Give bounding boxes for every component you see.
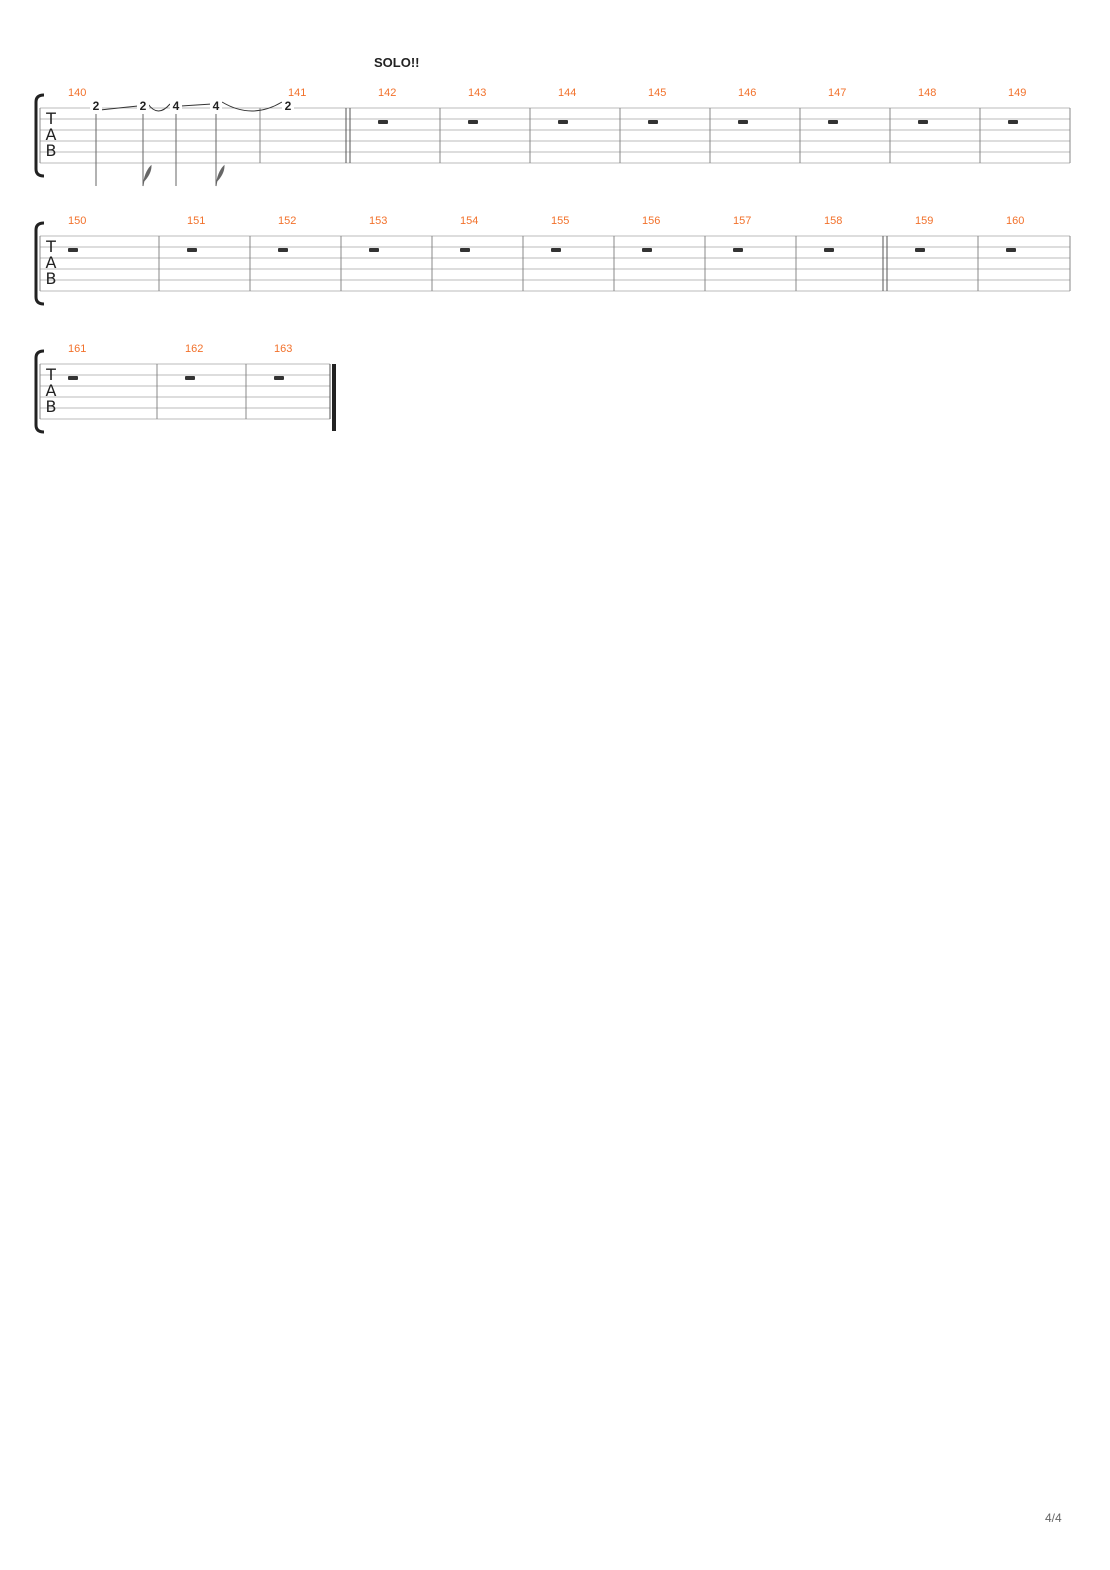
rest-mark xyxy=(460,248,470,252)
slur xyxy=(221,101,283,112)
tab-clef-letter: T xyxy=(45,365,56,384)
section-label: SOLO!! xyxy=(374,55,420,70)
note-bg xyxy=(282,100,294,114)
rest-mark xyxy=(551,248,561,252)
rest-mark xyxy=(187,248,197,252)
final-barline-thick xyxy=(332,364,336,431)
measure-number: 159 xyxy=(915,215,933,227)
measure-number: 151 xyxy=(187,215,205,227)
tab-system-3: TAB 161 162 163 xyxy=(34,343,336,434)
measure-number: 142 xyxy=(378,87,396,99)
measure-number: 146 xyxy=(738,87,756,99)
rest-mark xyxy=(278,248,288,252)
rest-mark xyxy=(915,248,925,252)
rest-mark xyxy=(1008,120,1018,124)
rest-mark xyxy=(274,376,284,380)
system-bracket xyxy=(34,221,45,306)
tab-clef-letter: T xyxy=(45,237,56,256)
measure-number: 161 xyxy=(68,343,86,355)
tab-system-2: TAB 150 151 152 153 154 155 156 157 158 159 160 xyxy=(34,215,1071,306)
rest-mark xyxy=(378,120,388,124)
note-bg xyxy=(137,100,149,114)
measure-number: 155 xyxy=(551,215,569,227)
rest-mark xyxy=(558,120,568,124)
slide-line xyxy=(180,103,213,107)
tab-clef-letter: T xyxy=(45,109,56,128)
measure-number: 162 xyxy=(185,343,203,355)
measure-number: 157 xyxy=(733,215,751,227)
slur xyxy=(147,103,171,112)
note-flag xyxy=(215,164,225,187)
tab-clef-letter: A xyxy=(46,125,57,144)
rest-mark xyxy=(828,120,838,124)
rest-mark xyxy=(68,376,78,380)
fret-number: 2 xyxy=(140,99,147,113)
measure-number: 148 xyxy=(918,87,936,99)
fret-number: 2 xyxy=(93,99,100,113)
fret-number: 2 xyxy=(285,99,292,113)
rest-mark xyxy=(369,248,379,252)
fret-number: 4 xyxy=(213,99,220,113)
tab-clef-letter: B xyxy=(46,269,57,288)
rest-mark xyxy=(468,120,478,124)
measure-number: 154 xyxy=(460,215,478,227)
measure-number: 150 xyxy=(68,215,86,227)
rest-mark xyxy=(1006,248,1016,252)
note-bg xyxy=(210,100,222,114)
measure-number: 140 xyxy=(68,87,86,99)
fret-number: 4 xyxy=(173,99,180,113)
measure-number: 149 xyxy=(1008,87,1026,99)
rest-mark xyxy=(918,120,928,124)
measure-number: 141 xyxy=(288,87,306,99)
tab-clef-letter: A xyxy=(46,381,57,400)
page-number: 4/4 xyxy=(1045,1511,1062,1525)
measure-number: 147 xyxy=(828,87,846,99)
system-bracket xyxy=(34,349,45,434)
note-bg xyxy=(90,100,102,114)
tab-clef-letter: B xyxy=(46,141,57,160)
note-flag xyxy=(142,164,152,187)
tab-clef-letter: A xyxy=(46,253,57,272)
rest-mark xyxy=(733,248,743,252)
note-bg xyxy=(170,100,182,114)
rest-mark xyxy=(185,376,195,380)
measure-number: 158 xyxy=(824,215,842,227)
measure-number: 145 xyxy=(648,87,666,99)
rest-mark xyxy=(648,120,658,124)
slide-line xyxy=(99,105,139,111)
measure-number: 160 xyxy=(1006,215,1024,227)
tab-clef-letter: B xyxy=(46,397,57,416)
tab-system-1: TAB 140 141 142 143 144 145 146 147 148 149 2 2 4 4 2 xyxy=(34,87,1071,187)
measure-number: 143 xyxy=(468,87,486,99)
rest-mark xyxy=(738,120,748,124)
measure-number: 156 xyxy=(642,215,660,227)
measure-number: 163 xyxy=(274,343,292,355)
rest-mark xyxy=(642,248,652,252)
measure-number: 153 xyxy=(369,215,387,227)
system-bracket xyxy=(34,93,45,178)
measure-number: 152 xyxy=(278,215,296,227)
rest-mark xyxy=(824,248,834,252)
rest-mark xyxy=(68,248,78,252)
measure-number: 144 xyxy=(558,87,576,99)
